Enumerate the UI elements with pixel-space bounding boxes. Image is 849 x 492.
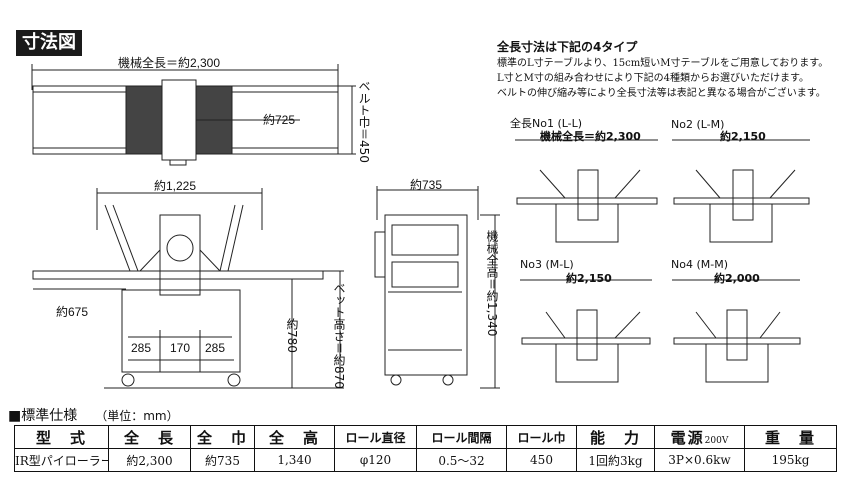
variant-3-label: No3 (M-L) (520, 258, 574, 271)
variant-3-length: 約2,150 (566, 272, 612, 285)
header-roll-width: ロール巾 (506, 425, 577, 449)
cell-width: 約735 (190, 448, 255, 472)
variant-2-label: No2 (L-M) (671, 118, 725, 131)
front-d2: 170 (170, 341, 191, 355)
cell-capacity: 1回約3kg (576, 448, 655, 472)
variant-4-length: 約2,000 (714, 272, 760, 285)
cell-roll-width: 450 (506, 448, 577, 472)
spec-unit: （単位：mm） (95, 409, 179, 423)
header-weight: 重 量 (744, 425, 837, 449)
variant-4-label: No4 (M-M) (671, 258, 728, 271)
top-length-dim: 機械全長＝約2,300 (118, 56, 221, 70)
side-height-dim: 機械全高＝約1,340 (485, 230, 499, 337)
header-power-label: 電源 (670, 428, 705, 447)
front-d1: 285 (131, 341, 152, 355)
section-title: 寸法図 (16, 30, 82, 56)
header-roll-diameter: ロール直径 (334, 425, 417, 449)
spec-header-row: 型 式 全 長 全 巾 全 高 ロール直径 ロール間隔 ロール巾 能 力 電源2… (14, 425, 837, 449)
top-view-drawing (31, 64, 356, 166)
cell-roll-diameter: φ120 (334, 448, 417, 472)
variant-2-length: 約2,150 (720, 130, 766, 143)
types-title: 全長寸法は下記の4タイプ (497, 40, 638, 54)
cell-length: 約2,300 (108, 448, 191, 472)
header-capacity: 能 力 (576, 425, 655, 449)
side-view-drawing (374, 186, 500, 389)
header-width: 全 巾 (190, 425, 255, 449)
front-height1-dim: 約780 (285, 318, 299, 353)
note-line: L寸とM寸の組み合わせにより下記の4種類からお選びいただけます。 (497, 73, 810, 84)
front-left-dim: 約675 (56, 305, 89, 319)
spec-label-text: ■標準仕様 (8, 408, 78, 424)
header-model: 型 式 (14, 425, 109, 449)
header-power-sub: 200V (704, 435, 729, 446)
note-line: 標準のL寸テーブルより、15cm短いM寸テーブルをご用意しております。 (497, 58, 829, 69)
cell-height: 1,340 (254, 448, 335, 472)
cell-weight: 195kg (744, 448, 837, 472)
front-view-drawing (32, 188, 344, 389)
spec-label: ■標準仕様 （単位：mm） (8, 405, 179, 425)
header-roll-gap: ロール間隔 (416, 425, 507, 449)
header-power: 電源200V (654, 425, 745, 449)
cell-roll-gap: 0.5～32 (416, 448, 507, 472)
variant-drawings (515, 139, 810, 383)
cell-power: 3P×0.6kw (654, 448, 745, 472)
variant-1-length: 機械全長＝約2,300 (540, 130, 641, 143)
cell-model: IR型パイローラー (14, 448, 109, 472)
front-width-dim: 約1,225 (154, 179, 197, 193)
front-height2-dim: ベット高さ＝約870 (332, 282, 346, 389)
types-notes: 標準のL寸テーブルより、15cm短いM寸テーブルをご用意しております。 L寸とM… (497, 56, 828, 101)
header-height: 全 高 (254, 425, 335, 449)
note-line: ベルトの伸び縮み等により全長寸法等は表記と異なる場合がございます。 (497, 88, 826, 99)
variant-1-label: 全長No1 (L-L) (510, 117, 583, 130)
belt-width-dim: ベルト巾＝450 (357, 80, 371, 163)
top-inner-dim: 約725 (263, 113, 296, 127)
front-d3: 285 (205, 341, 226, 355)
spec-table: 型 式 全 長 全 巾 全 高 ロール直径 ロール間隔 ロール巾 能 力 電源2… (14, 425, 837, 472)
side-depth-dim: 約735 (410, 178, 443, 192)
table-row: IR型パイローラー 約2,300 約735 1,340 φ120 0.5～32 … (14, 448, 837, 472)
header-length: 全 長 (108, 425, 191, 449)
